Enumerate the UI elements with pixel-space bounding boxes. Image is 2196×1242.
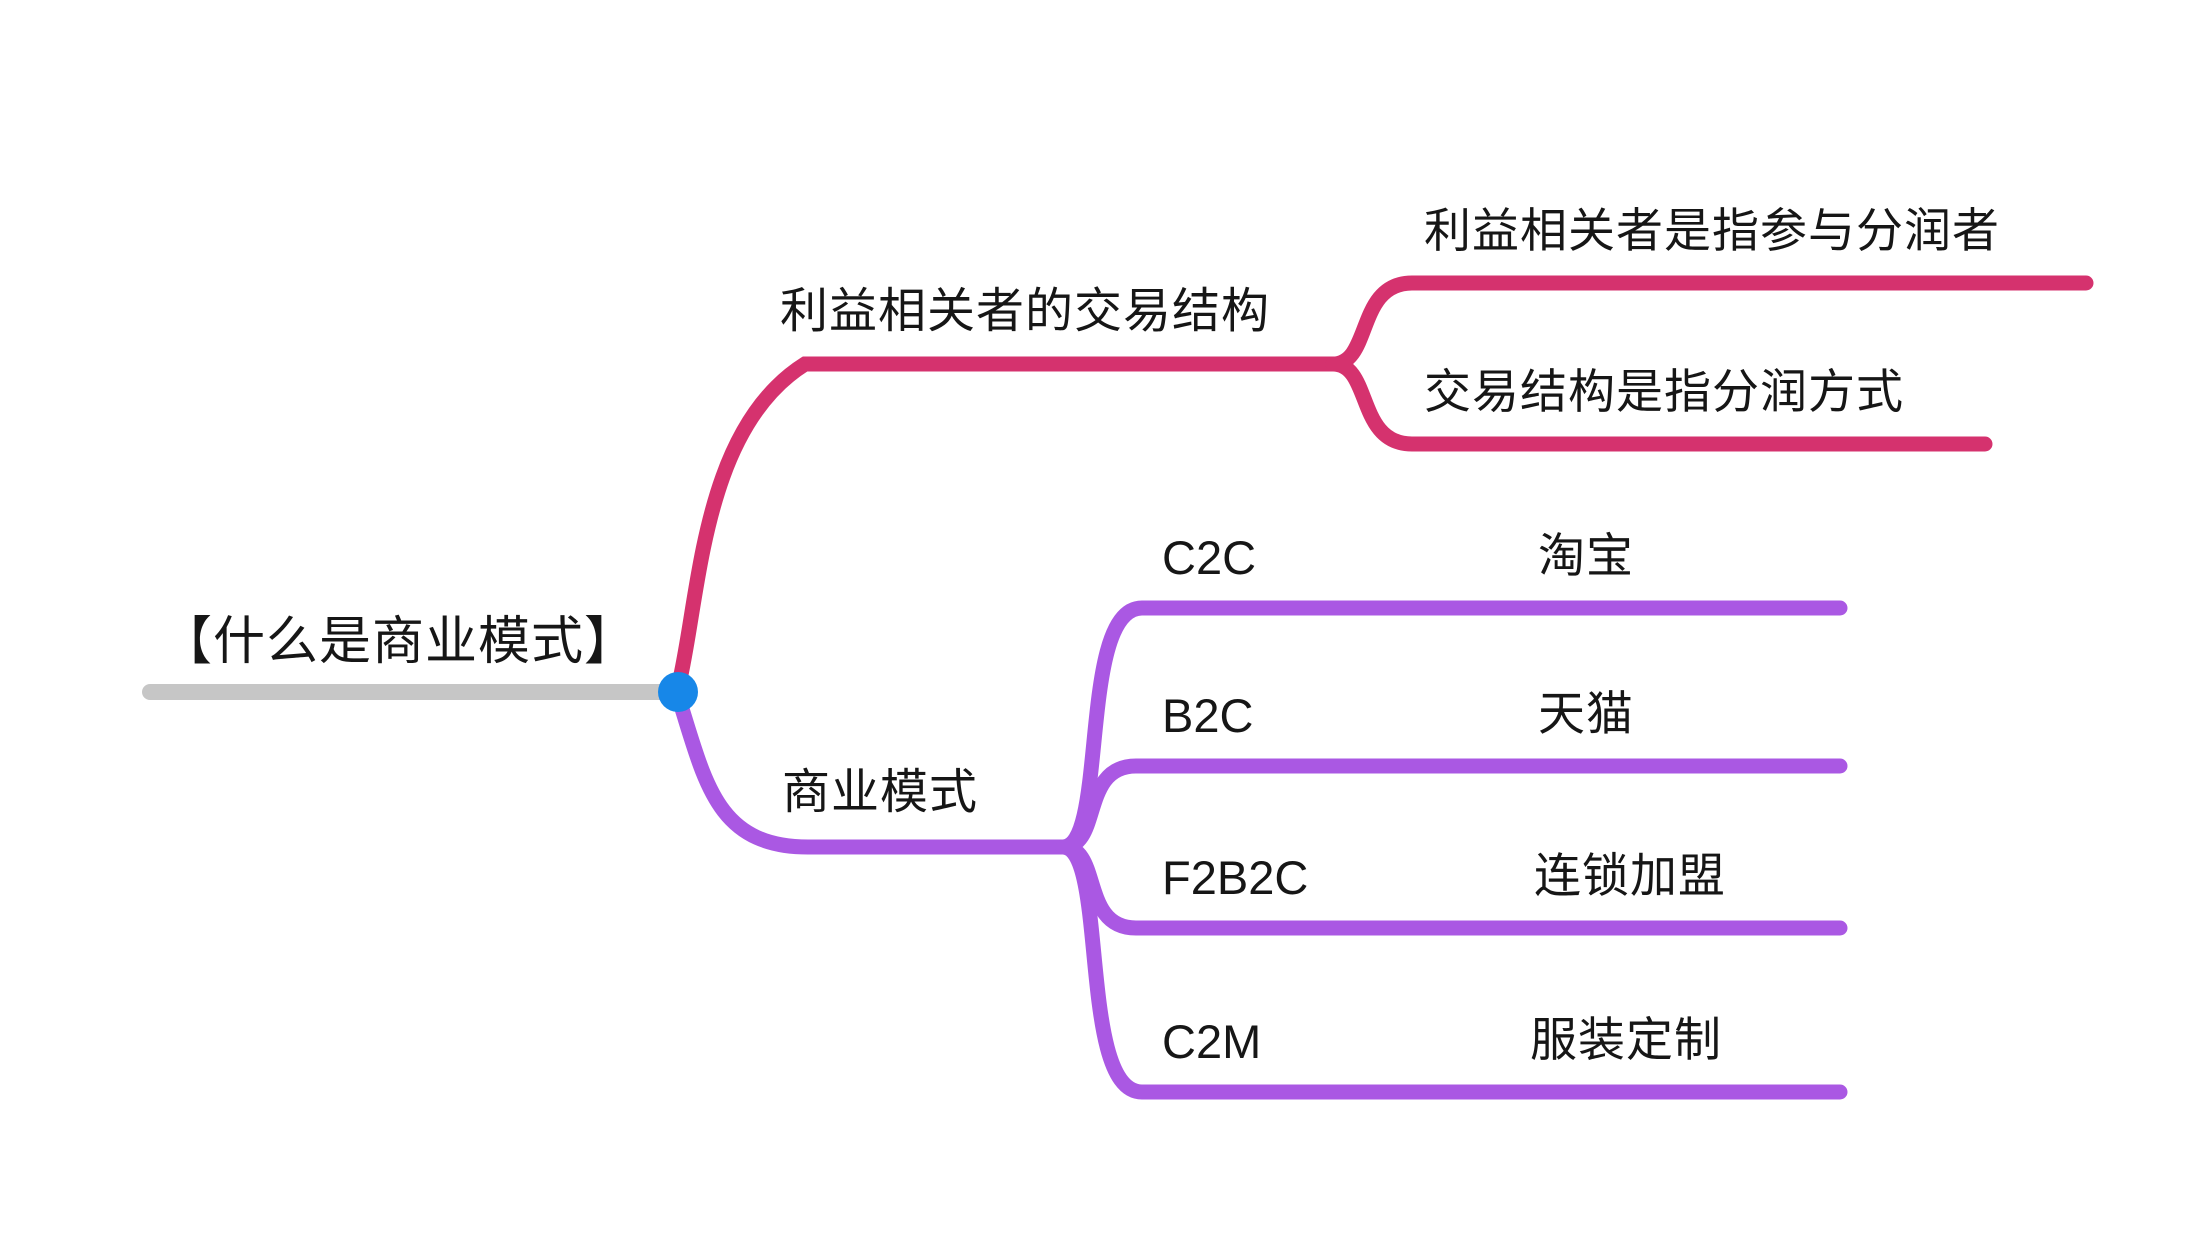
branch2-child2-example[interactable]: 天猫 — [1538, 687, 1634, 740]
branch1-child1-connector — [1325, 275, 2094, 372]
branch2-child2-label[interactable]: B2C — [1162, 689, 1254, 742]
branch2-node-label[interactable]: 商业模式 — [782, 766, 979, 819]
branch2-child1-example[interactable]: 淘宝 — [1538, 529, 1634, 582]
branch1-node-label[interactable]: 利益相关者的交易结构 — [780, 285, 1271, 338]
branch1-child2-connector — [1325, 356, 1993, 452]
branch1-connector — [670, 356, 1341, 696]
branch2-child3-example[interactable]: 连锁加盟 — [1534, 849, 1726, 902]
branch2-child4-example[interactable]: 服装定制 — [1530, 1013, 1722, 1066]
branch2-child4-label[interactable]: C2M — [1162, 1015, 1262, 1068]
branch2-child2-connector — [1055, 758, 1848, 855]
branch2-child4-connector — [1055, 839, 1848, 1100]
branch1-child1-label[interactable]: 利益相关者是指参与分润者 — [1424, 204, 2000, 257]
branch2-child1-label[interactable]: C2C — [1162, 531, 1257, 584]
branch2-connector — [670, 688, 1071, 855]
branch1-child2-label[interactable]: 交易结构是指分润方式 — [1424, 365, 1904, 418]
branch2-child3-label[interactable]: F2B2C — [1162, 851, 1309, 904]
root-node-dot[interactable] — [658, 672, 698, 712]
root-node-label[interactable]: 【什么是商业模式】 — [160, 613, 638, 671]
